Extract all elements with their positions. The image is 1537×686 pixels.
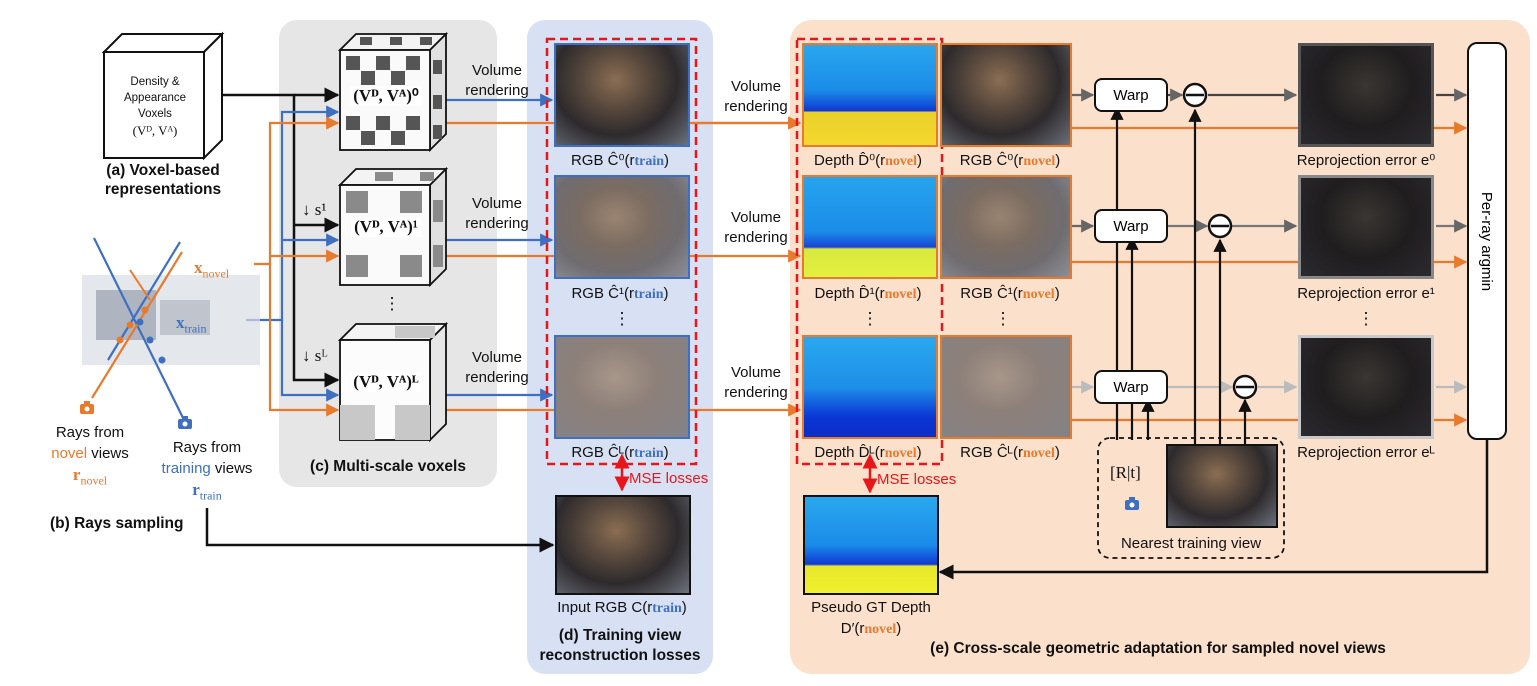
per-ray-argmin-box: Per-ray argmin — [1467, 42, 1507, 440]
novel-rgb-1-caption: RGB Ĉ¹(rnovel) — [960, 285, 1060, 302]
rays-novel-line1: Rays from — [55, 424, 125, 441]
per-ray-argmin-label: Per-ray argmin — [1478, 191, 1496, 291]
section-a-line2: representations — [104, 181, 222, 198]
camera-icon — [178, 416, 192, 429]
depth-1 — [802, 175, 938, 279]
vr-1-line2: rendering — [465, 215, 529, 232]
section-d-line1: (d) Training view — [558, 627, 682, 644]
voxel-scale-L-label: (Vᴰ, Vᴬ)ᴸ — [350, 372, 422, 392]
pseudo-line1: Pseudo GT Depth — [811, 599, 931, 616]
nearest-dashed-box — [1097, 437, 1285, 559]
vr-0-line2: rendering — [465, 82, 529, 99]
vr-novel-L-line2: rendering — [724, 384, 788, 401]
warp-box-L: Warp — [1094, 370, 1168, 404]
training-rgb-L — [554, 335, 690, 439]
reprojection-error-L — [1298, 335, 1434, 439]
camera-icon — [1125, 497, 1139, 510]
rays-novel-line2: novel views — [51, 445, 129, 462]
voxel-scale-1-label: (Vᴰ, Vᴬ)¹ — [351, 217, 421, 237]
rays-train-r: rtrain — [192, 480, 222, 503]
novel-rgb-1 — [940, 175, 1072, 279]
novel-rgb-0 — [940, 43, 1072, 147]
novel-rgb-0-caption: RGB Ĉ⁰(rnovel) — [959, 152, 1061, 169]
novel-rgb-dots: ⋮ — [994, 309, 1012, 328]
reproj-1-caption: Reprojection error e¹ — [1297, 285, 1435, 302]
section-b: (b) Rays sampling — [50, 515, 184, 532]
train-mse-label: MSE losses — [629, 470, 709, 487]
voxel-cube — [101, 31, 225, 161]
depth-dots: ⋮ — [861, 309, 879, 328]
input-rgb — [555, 495, 691, 595]
vr-novel-1-line1: Volume — [730, 209, 782, 226]
warp-box-0: Warp — [1094, 78, 1168, 112]
minus-circle-icon — [1207, 213, 1233, 239]
voxel-scale-0-label: (Vᴰ, Vᴬ)⁰ — [350, 86, 422, 106]
nearest-label: Nearest training view — [1120, 535, 1262, 552]
warp-box-1: Warp — [1094, 209, 1168, 243]
camera-icon — [80, 401, 94, 414]
section-d-line2: reconstruction losses — [539, 647, 701, 664]
train-dots: ⋮ — [613, 309, 631, 328]
vr-L-line1: Volume — [471, 349, 523, 366]
novel-mse-label: MSE losses — [877, 471, 957, 488]
rays-train-line1: Rays from — [172, 439, 242, 456]
depth-L — [802, 335, 938, 439]
rays-novel-r: rnovel — [72, 465, 108, 488]
novel-rgb-L-caption: RGB Ĉᴸ(rnovel) — [960, 444, 1060, 461]
minus-circle-icon — [1182, 82, 1208, 108]
section-a-line1: (a) Voxel-based — [106, 162, 220, 179]
nearest-training-view-image — [1166, 444, 1278, 528]
rays-train-line2: training views — [161, 460, 253, 477]
vr-1-line1: Volume — [471, 195, 523, 212]
training-rgb-0 — [554, 43, 690, 147]
section-e: (e) Cross-scale geometric adaptation for… — [930, 640, 1386, 657]
pseudo-line2: D′(rnovel) — [840, 620, 902, 637]
rt-label: [R|t] — [1110, 463, 1141, 482]
pseudo-gt-depth — [803, 495, 939, 595]
depth-L-caption: Depth D̂ᴸ(rnovel) — [814, 444, 922, 461]
reprojection-error-0 — [1298, 43, 1434, 147]
voxel-line1: Density & — [130, 76, 180, 88]
vr-novel-0-line2: rendering — [724, 98, 788, 115]
vr-0-line1: Volume — [471, 62, 523, 79]
train-rgb-1-caption: RGB Ĉ¹(rtrain) — [571, 285, 669, 302]
depth-0-caption: Depth D̂⁰(rnovel) — [814, 152, 922, 169]
vr-novel-0-line1: Volume — [730, 78, 782, 95]
input-rgb-caption: Input RGB C(rtrain) — [557, 599, 687, 616]
reproj-0-caption: Reprojection error e⁰ — [1296, 152, 1436, 169]
voxel-line2: Appearance — [123, 92, 187, 104]
reproj-dots: ⋮ — [1357, 309, 1375, 328]
x-train-label: xtrain — [176, 313, 207, 336]
voxel-line4: (Vᴰ, Vᴬ) — [132, 123, 178, 138]
minus-circle-icon — [1232, 374, 1258, 400]
x-novel-label: xnovel — [194, 258, 230, 281]
vr-novel-1-line2: rendering — [724, 229, 788, 246]
training-rgb-1 — [554, 175, 690, 279]
vr-novel-L-line1: Volume — [730, 364, 782, 381]
reprojection-error-1 — [1298, 175, 1434, 279]
train-rgb-L-caption: RGB Ĉᴸ(rtrain) — [571, 444, 669, 461]
voxel-line3: Voxels — [138, 108, 172, 120]
train-rgb-0-caption: RGB Ĉ⁰(rtrain) — [570, 152, 670, 169]
novel-rgb-L — [940, 335, 1072, 439]
vr-L-line2: rendering — [465, 369, 529, 386]
reproj-L-caption: Reprojection error eᴸ — [1297, 444, 1435, 461]
ray-scene — [82, 237, 260, 429]
section-c: (c) Multi-scale voxels — [310, 458, 466, 475]
downscale-1: ↓ s¹ — [302, 200, 327, 219]
depth-1-caption: Depth D̂¹(rnovel) — [814, 285, 922, 302]
scale-dots: ⋮ — [383, 294, 401, 313]
downscale-L: ↓ sᴸ — [302, 346, 328, 365]
depth-0 — [802, 43, 938, 147]
